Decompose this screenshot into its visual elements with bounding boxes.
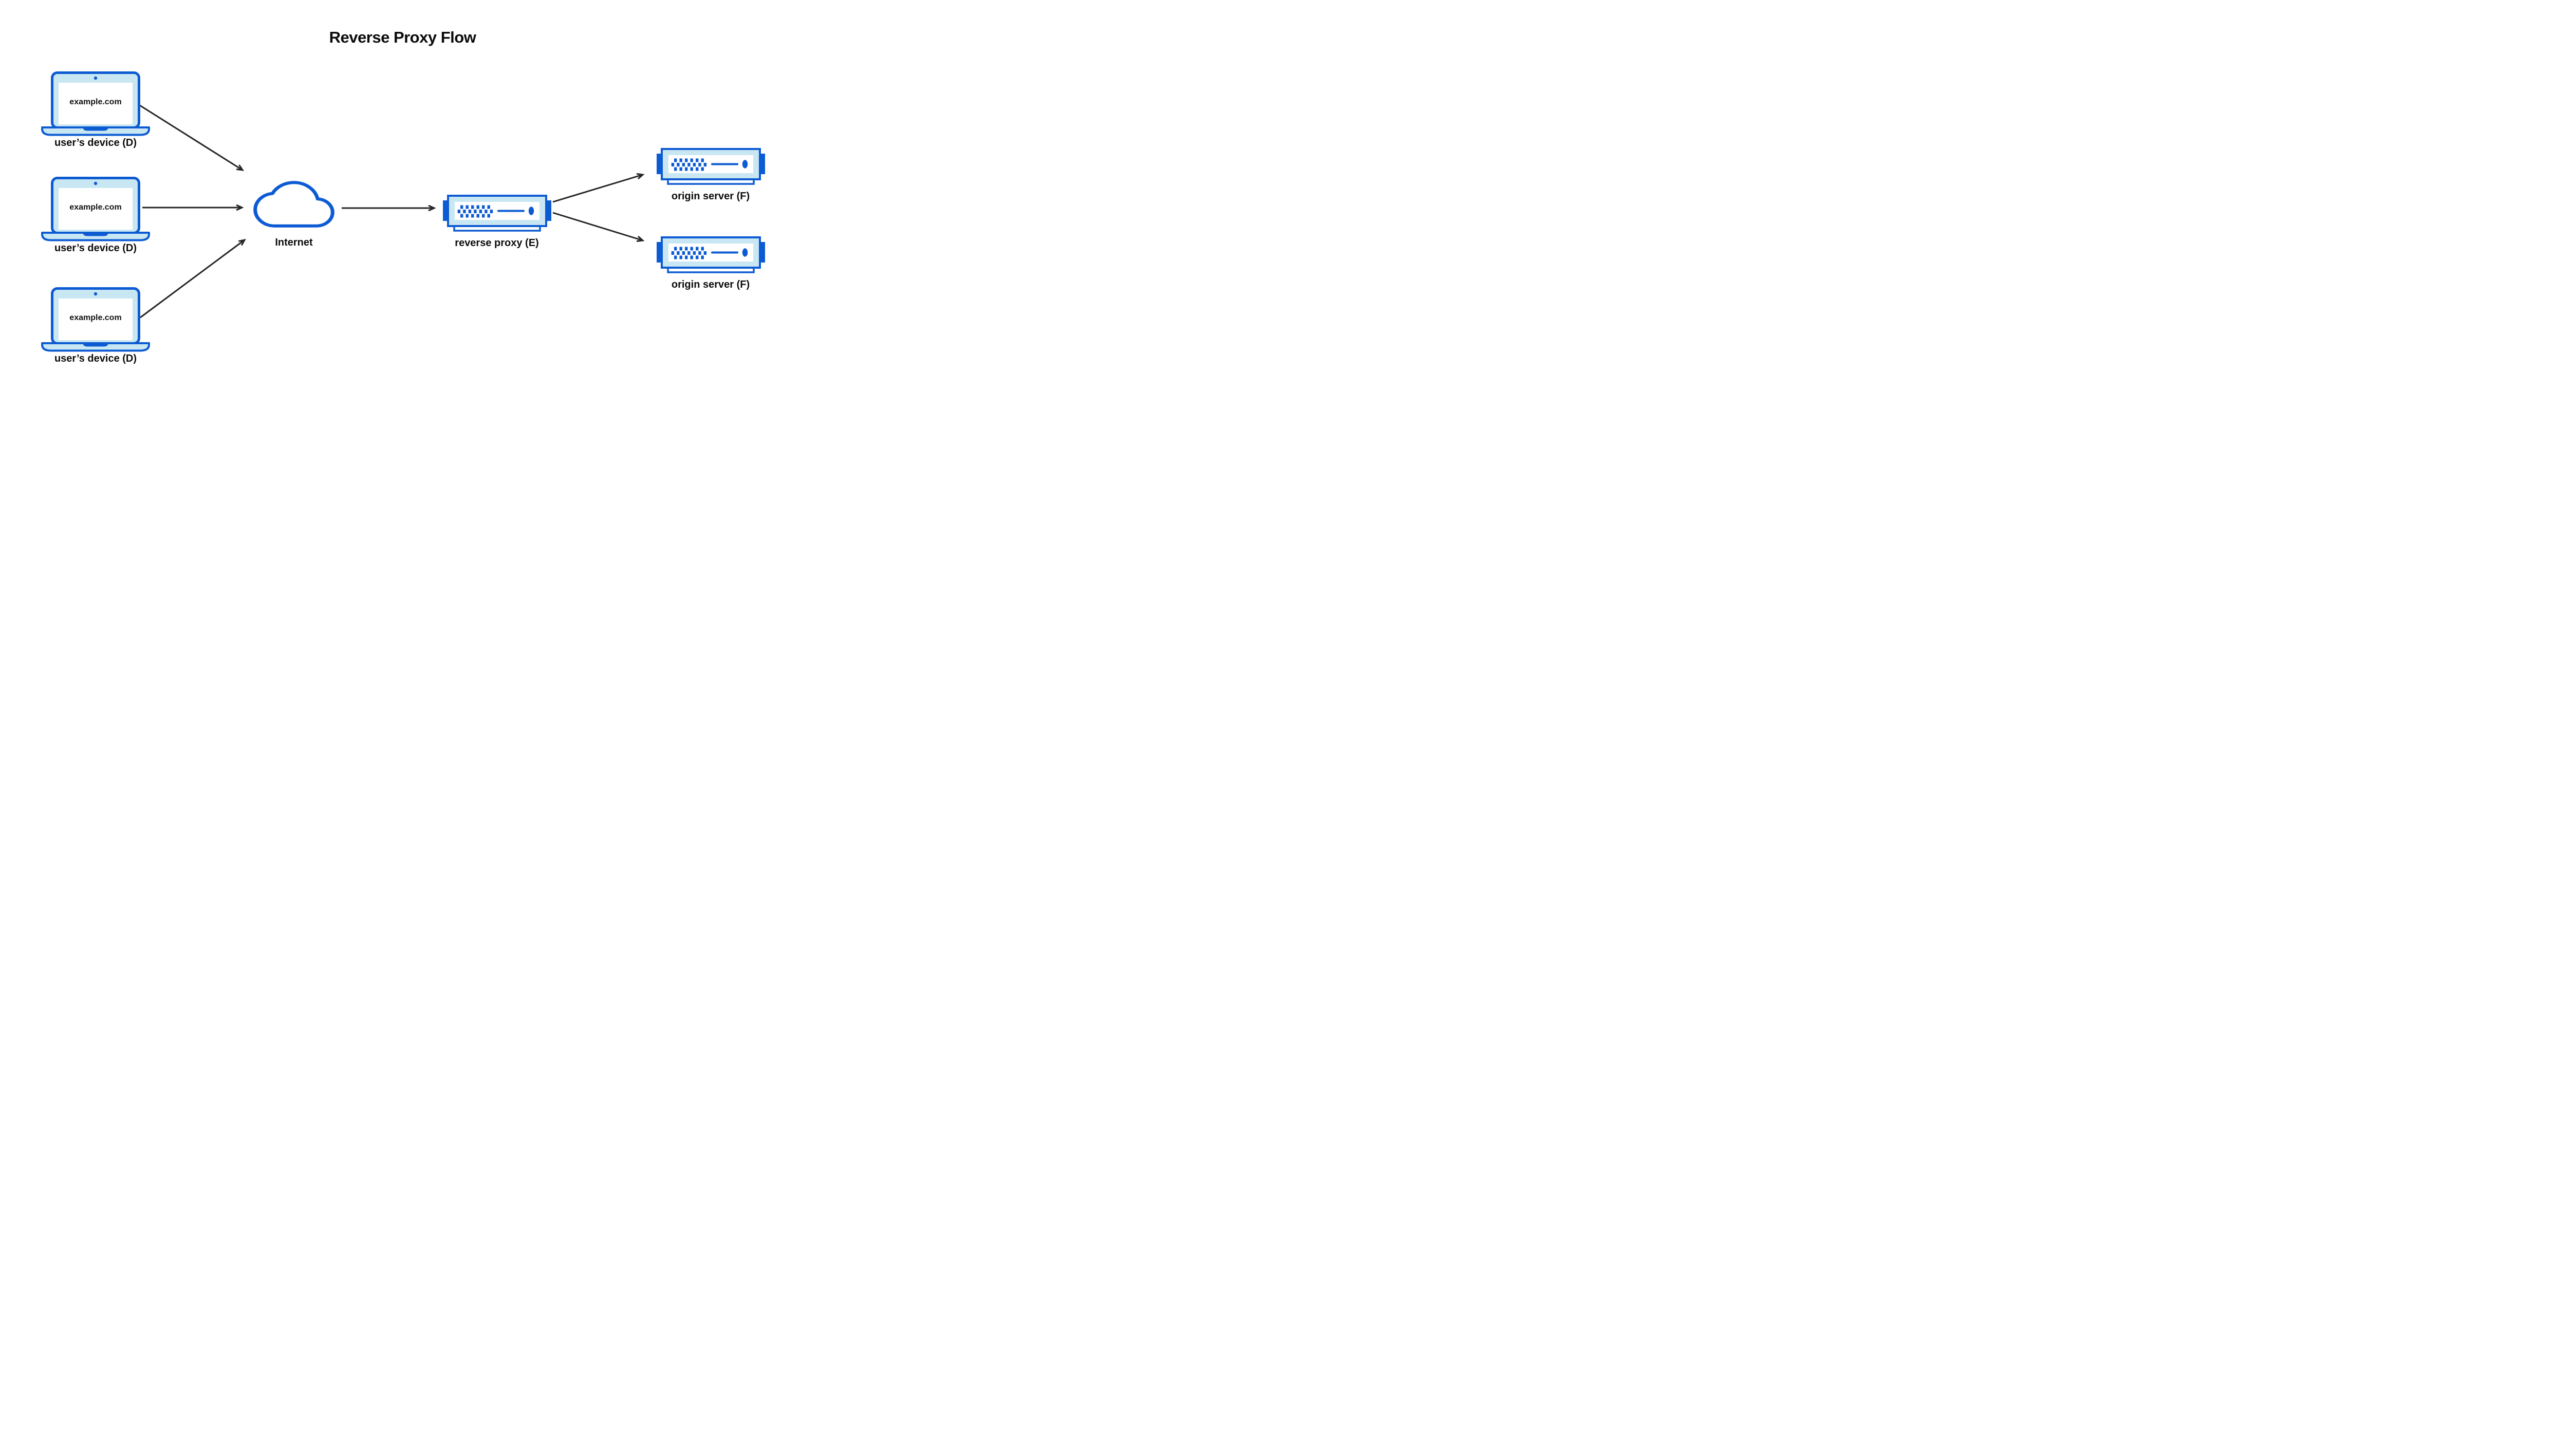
arrow-layer xyxy=(139,104,805,319)
origin-server-2: origin server (F) xyxy=(657,236,765,290)
laptop-screen-text: example.com xyxy=(69,203,122,212)
user-device-1-label: user’s device (D) xyxy=(54,137,137,148)
user-device-2: example.com user’s device (D) xyxy=(40,177,151,254)
rack-server-icon xyxy=(657,148,765,185)
diagram-title: Reverse Proxy Flow xyxy=(329,28,476,46)
origin-server-1-label: origin server (F) xyxy=(671,191,750,202)
user-device-1: example.com user’s device (D) xyxy=(40,71,151,148)
internet-node: Internet xyxy=(253,180,335,248)
reverse-proxy-node: reverse proxy (E) xyxy=(443,195,551,249)
arrow-proxy-origin1 xyxy=(552,175,643,203)
user-device-3-label: user’s device (D) xyxy=(54,353,137,364)
arrow-device1-internet xyxy=(139,104,243,170)
rack-server-icon xyxy=(657,236,765,274)
rack-server-icon xyxy=(443,195,551,232)
diagram-canvas: Reverse Proxy Flow example.com user’s de… xyxy=(0,0,805,403)
cloud-icon xyxy=(253,180,335,229)
internet-label: Internet xyxy=(275,237,313,248)
user-device-3: example.com user’s device (D) xyxy=(40,287,151,364)
origin-server-2-label: origin server (F) xyxy=(671,279,750,290)
reverse-proxy-label: reverse proxy (E) xyxy=(455,237,539,249)
arrow-device3-internet xyxy=(140,240,245,319)
origin-server-1: origin server (F) xyxy=(657,148,765,202)
user-device-2-label: user’s device (D) xyxy=(54,242,137,254)
laptop-screen-text: example.com xyxy=(69,98,122,106)
laptop-screen-text: example.com xyxy=(69,313,122,322)
arrow-proxy-origin2 xyxy=(552,212,643,240)
